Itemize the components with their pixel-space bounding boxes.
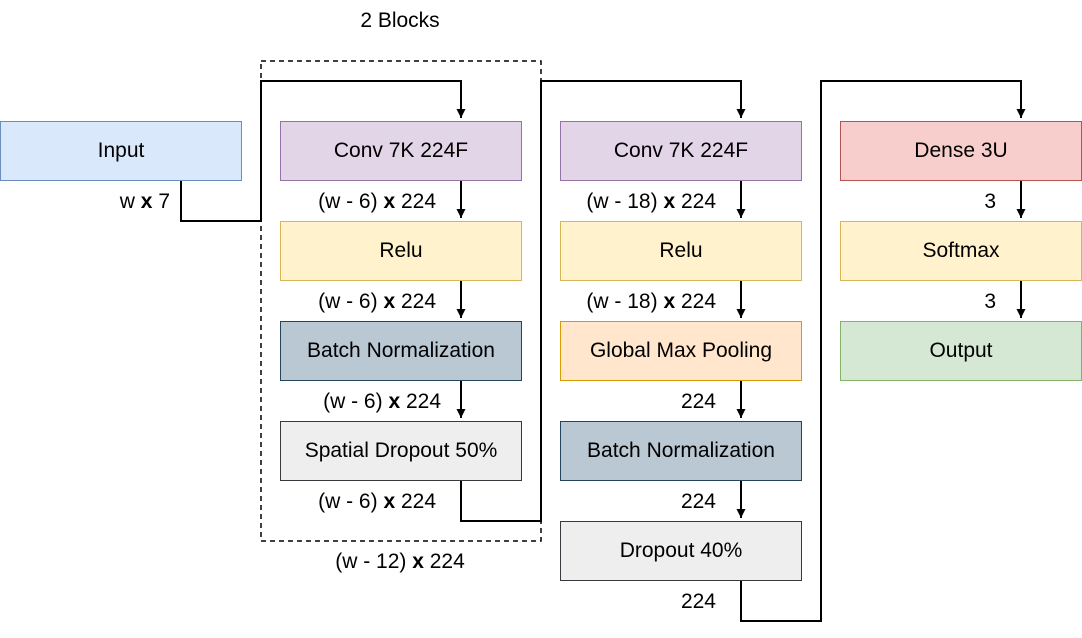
conv2-node: Conv 7K 224F <box>560 121 802 181</box>
relu1-node: Relu <box>280 221 522 281</box>
edge-drop-to-dense <box>740 80 1026 622</box>
conv2-shape-label: (w - 18) x 224 <box>586 190 716 213</box>
softmax-node: Softmax <box>840 221 1082 281</box>
gmp-shape-label: 224 <box>680 390 716 413</box>
relu1-shape-label: (w - 6) x 224 <box>318 290 436 313</box>
edge-sdrop-to-conv2 <box>460 80 746 522</box>
softmax-shape-label: 3 <box>984 290 996 313</box>
dropout-node: Dropout 40% <box>560 521 802 581</box>
batchnorm2-node: Batch Normalization <box>560 421 802 481</box>
conv1-node: Conv 7K 224F <box>280 121 522 181</box>
dense-shape-label: 3 <box>984 190 996 213</box>
sdrop-shape-label: (w - 6) x 224 <box>318 490 436 513</box>
input-node: Input <box>0 121 242 181</box>
relu2-shape-label: (w - 18) x 224 <box>586 290 716 313</box>
edge-input-to-conv1 <box>180 80 466 222</box>
relu2-node: Relu <box>560 221 802 281</box>
spatial-dropout-node: Spatial Dropout 50% <box>280 421 522 481</box>
group-title: 2 Blocks <box>360 9 440 32</box>
dense-node: Dense 3U <box>840 121 1082 181</box>
blocks-group-frame <box>260 60 542 542</box>
global-max-pooling-node: Global Max Pooling <box>560 321 802 381</box>
input-shape-label: w x 7 <box>119 190 170 213</box>
group-output-label: (w - 12) x 224 <box>335 550 465 573</box>
bn1-shape-label: (w - 6) x 224 <box>323 390 441 413</box>
conv1-shape-label: (w - 6) x 224 <box>318 190 436 213</box>
dropout-shape-label: 224 <box>680 590 716 613</box>
batchnorm1-node: Batch Normalization <box>280 321 522 381</box>
bn2-shape-label: 224 <box>680 490 716 513</box>
output-node: Output <box>840 321 1082 381</box>
